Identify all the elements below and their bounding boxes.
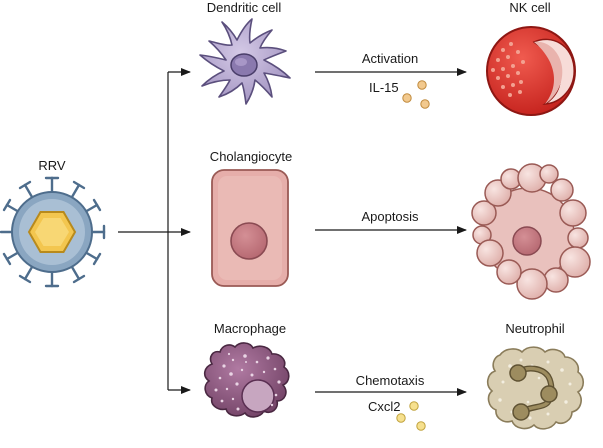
neutrophil-label: Neutrophil	[505, 321, 565, 336]
apoptotic-cell-icon	[471, 163, 591, 300]
dendritic-cell-icon	[199, 18, 291, 105]
chemotaxis-label: Chemotaxis	[355, 373, 425, 388]
neutrophil-icon	[486, 346, 585, 430]
il15-cytokine-dots	[402, 80, 430, 109]
cxcl2-cytokine-dots	[396, 401, 426, 431]
rrv-label: RRV	[38, 158, 66, 173]
cholangiocyte-icon	[211, 169, 289, 287]
cxcl2-label: Cxcl2	[368, 399, 401, 414]
cholangiocyte-label: Cholangiocyte	[209, 149, 293, 164]
nk-cell-label: NK cell	[509, 0, 551, 15]
apoptosis-label: Apoptosis	[361, 209, 419, 224]
dendritic-cell-label: Dendritic cell	[206, 0, 282, 15]
rrv-virus-icon	[0, 176, 106, 288]
nk-cell-icon	[486, 26, 576, 116]
activation-label: Activation	[361, 51, 419, 66]
macrophage-icon	[203, 342, 290, 418]
branch-connector	[118, 68, 191, 394]
macrophage-label: Macrophage	[213, 321, 287, 336]
il15-label: IL-15	[369, 80, 399, 95]
